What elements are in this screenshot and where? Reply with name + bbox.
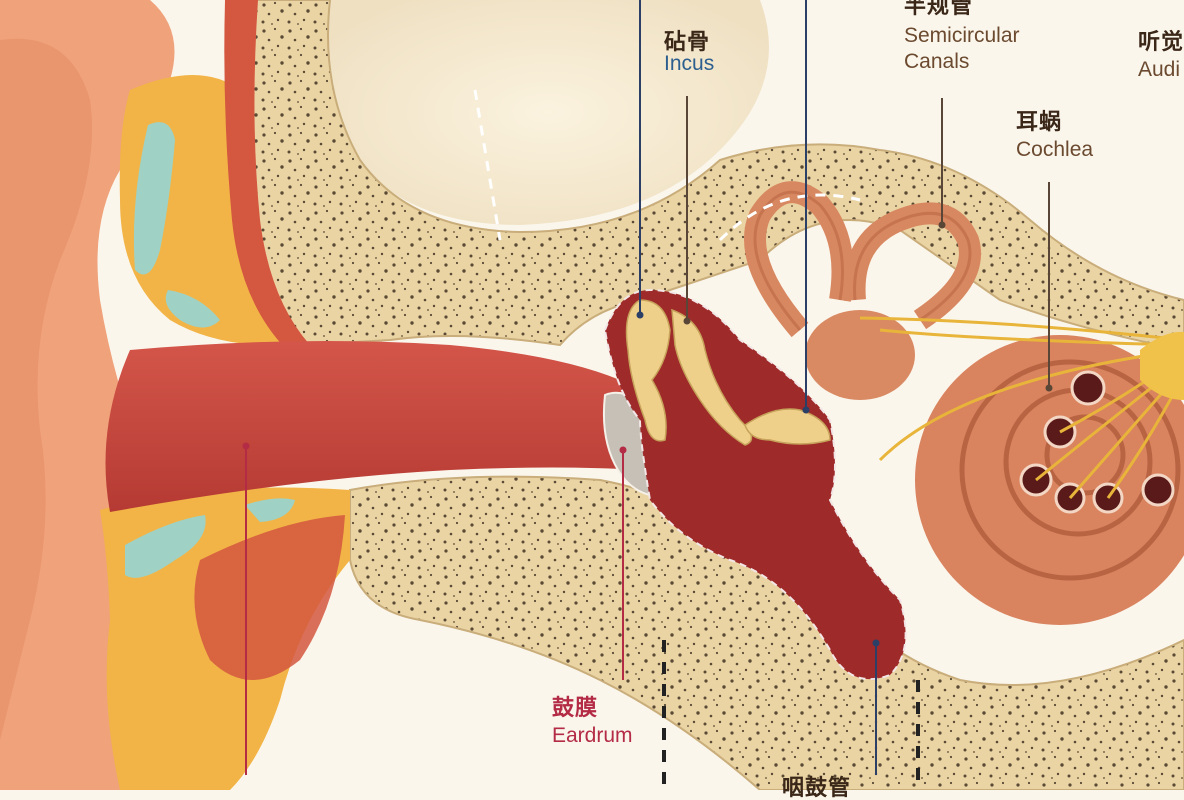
label-auditory-zh: 听觉: [1138, 29, 1184, 54]
label-incus: 砧骨 Incus: [664, 30, 714, 75]
lower-cartilage-2: [245, 498, 295, 522]
label-eardrum-en: Eardrum: [552, 724, 633, 748]
stapes: [744, 408, 831, 445]
nerve-bundle: [1140, 331, 1184, 400]
label-semicircular-zh: 半规管: [904, 0, 974, 18]
label-auditory-en: Audi: [1138, 58, 1181, 82]
ear-canal: [105, 341, 640, 512]
label-semicircular-canals: 半规管 Semicircular Canals: [904, 0, 1020, 73]
malleus: [625, 299, 671, 442]
label-auditory: 听觉 Audi: [1138, 30, 1184, 81]
upper-cartilage-2: [165, 290, 220, 328]
label-eustachian-partial: 咽鼓管: [782, 776, 851, 799]
label-cochlea-zh: 耳蜗: [1016, 109, 1063, 134]
label-eardrum-zh: 鼓膜: [552, 695, 599, 720]
label-cochlea-en: Cochlea: [1016, 138, 1094, 162]
label-semicircular-en2: Canals: [904, 50, 970, 74]
label-semicircular-en1: Semicircular: [904, 24, 1020, 48]
auditory-nerve: [859, 316, 1184, 499]
label-incus-en: Incus: [664, 52, 715, 76]
lower-temporal-bone: [349, 475, 1184, 790]
pinna-shadow: [0, 38, 92, 740]
middle-ear-cavity: [603, 288, 907, 680]
label-cochlea: 耳蜗 Cochlea: [1016, 110, 1093, 161]
region-dividers-dark: [662, 640, 920, 790]
incus-bone: [671, 308, 753, 446]
upper-muscle: [224, 0, 310, 348]
upper-cartilage-1: [133, 122, 175, 275]
lower-muscle: [194, 515, 345, 680]
label-eustachian-zh: 咽鼓管: [782, 775, 852, 800]
region-dividers: [473, 89, 861, 242]
label-eardrum: 鼓膜 Eardrum: [552, 696, 633, 747]
label-incus-zh: 砧骨: [664, 29, 711, 54]
leader-lines: [242, 0, 1053, 775]
lower-cartilage-1: [125, 515, 206, 578]
skull-cavity: [327, 0, 769, 225]
